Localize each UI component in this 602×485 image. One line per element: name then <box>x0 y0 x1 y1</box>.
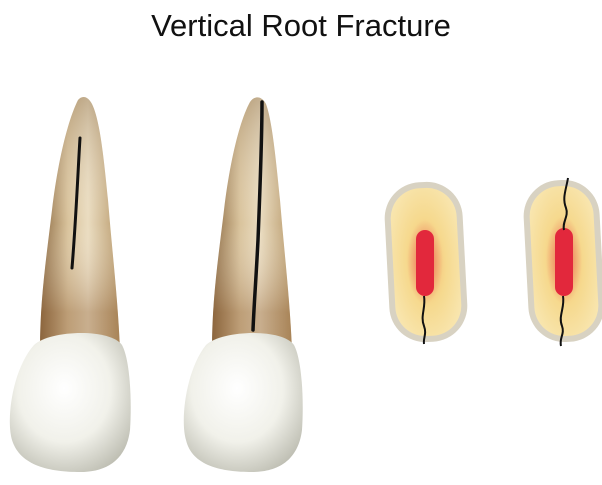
tooth-complete-fracture <box>184 97 303 472</box>
crown <box>10 333 131 472</box>
root-shading <box>212 97 292 350</box>
tooth-partial-fracture <box>10 97 131 472</box>
root-shading <box>40 97 120 350</box>
crown <box>184 333 303 472</box>
section-complete-fracture <box>522 178 602 346</box>
pulp-canal <box>416 230 434 296</box>
section-partial-fracture <box>383 180 469 344</box>
pulp-canal <box>555 228 573 296</box>
